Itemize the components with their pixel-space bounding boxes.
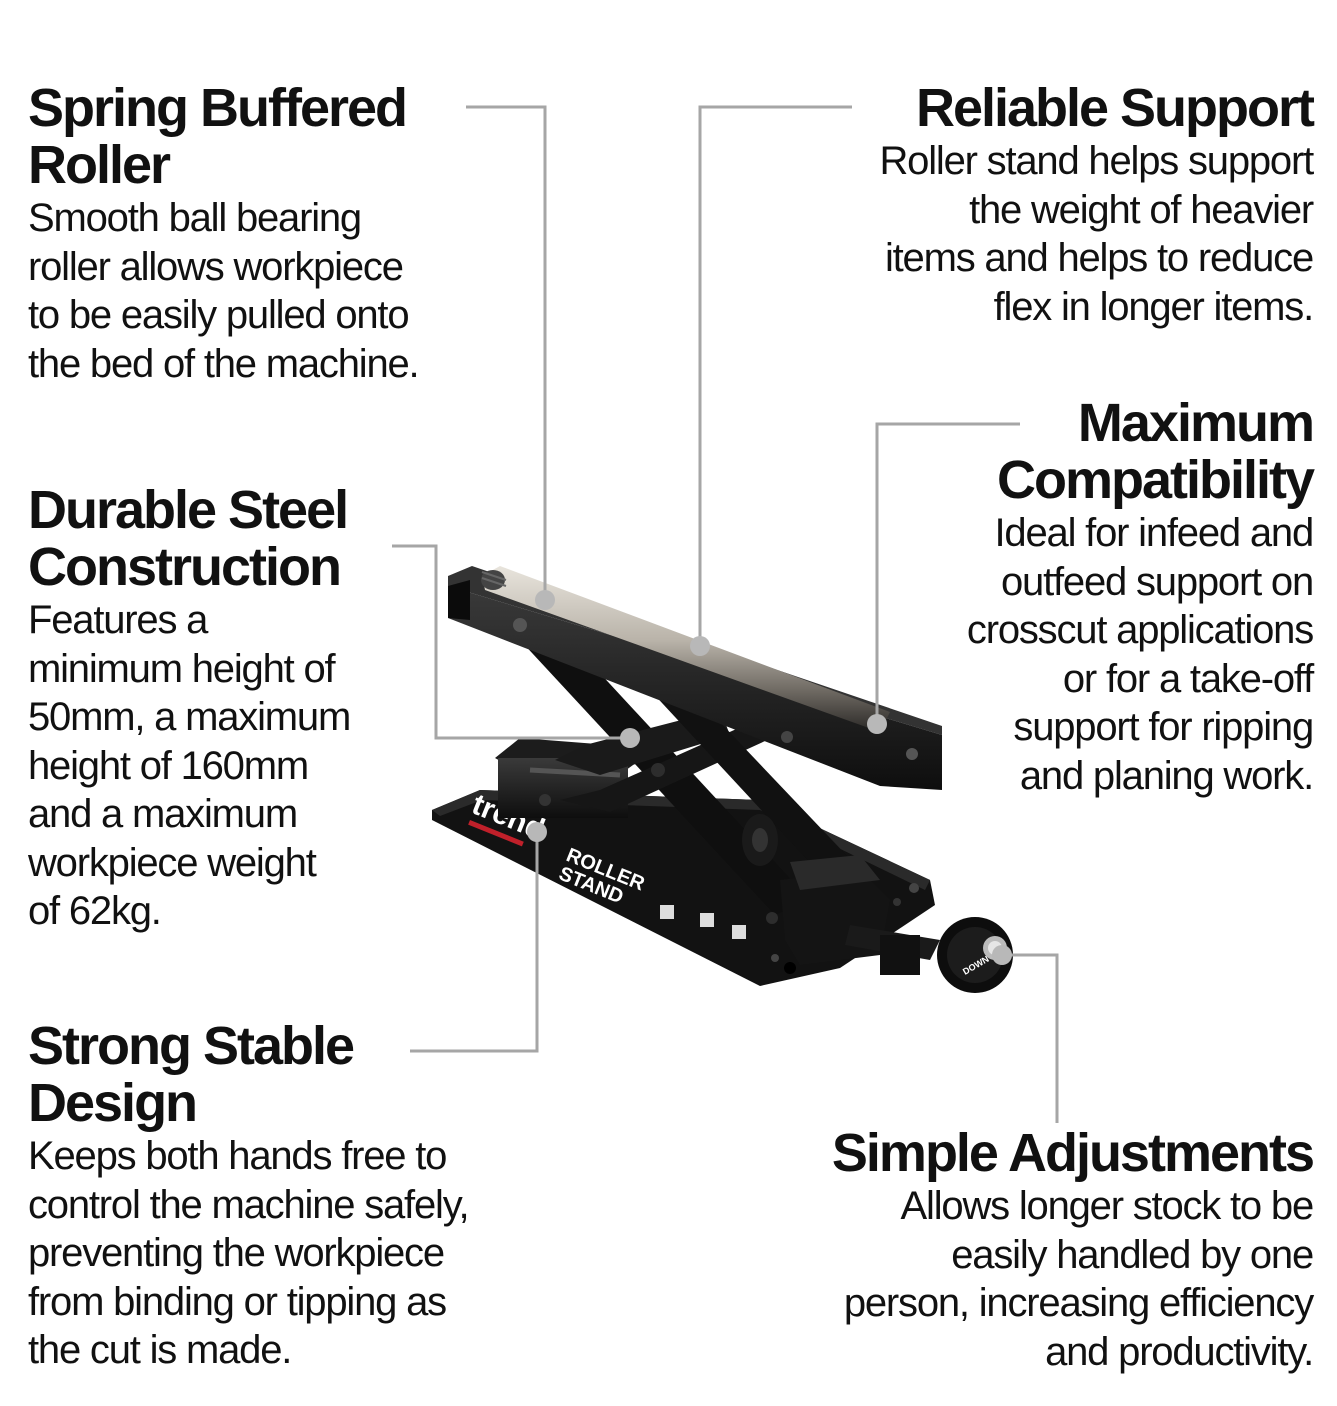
leader-reliable <box>698 105 852 646</box>
callout-maximum-compatibility: Maximum Compatibility Ideal for infeed a… <box>833 393 1315 800</box>
callout-title: Maximum Compatibility <box>996 393 1315 510</box>
callout-simple-adjustments: Simple Adjustments Allows longer stock t… <box>693 1123 1315 1376</box>
dot-reliable <box>690 636 710 656</box>
dot-simple <box>992 945 1012 965</box>
callout-body: Allows longer stock to be easily handled… <box>843 1184 1314 1374</box>
dot-spring <box>535 590 555 610</box>
callout-body: Features a minimum height of 50mm, a max… <box>28 598 351 933</box>
callout-reliable-support: Reliable Support Roller stand helps supp… <box>753 78 1315 331</box>
callout-body: Ideal for infeed and outfeed support on … <box>966 511 1314 798</box>
callout-body: Keeps both hands free to control the mac… <box>28 1134 470 1372</box>
adjustment-knob: DOWN <box>845 917 1013 993</box>
roller <box>481 566 890 732</box>
dot-strong <box>527 822 547 842</box>
callout-spring-buffered-roller: Spring Buffered Roller Smooth ball beari… <box>28 80 548 388</box>
callout-title: Spring Buffered Roller <box>28 78 408 195</box>
leader-simple <box>1002 953 1059 1123</box>
leader-spring <box>466 105 547 600</box>
callout-title: Reliable Support <box>915 78 1315 138</box>
callout-body: Roller stand helps support the weight of… <box>879 139 1314 329</box>
callout-title: Strong Stable Design <box>28 1016 355 1133</box>
height-scale-icons <box>660 905 746 939</box>
leader-lines <box>392 105 1059 1123</box>
wheel <box>742 814 778 866</box>
leader-dots <box>527 590 1012 965</box>
leader-strong <box>410 832 539 1053</box>
leader-maximum <box>875 422 1020 724</box>
callout-title: Simple Adjustments <box>831 1123 1315 1183</box>
callout-durable-steel-construction: Durable Steel Construction Features a mi… <box>28 482 448 936</box>
bed-bolts <box>513 618 918 760</box>
callout-title: Durable Steel Construction <box>28 480 349 597</box>
scissor-arms <box>520 629 870 924</box>
leader-durable <box>392 544 630 740</box>
callout-strong-stable-design: Strong Stable Design Keeps both hands fr… <box>28 1018 588 1375</box>
dot-durable <box>620 728 640 748</box>
dot-maximum <box>867 714 887 734</box>
callout-body: Smooth ball bearing roller allows workpi… <box>28 196 420 386</box>
